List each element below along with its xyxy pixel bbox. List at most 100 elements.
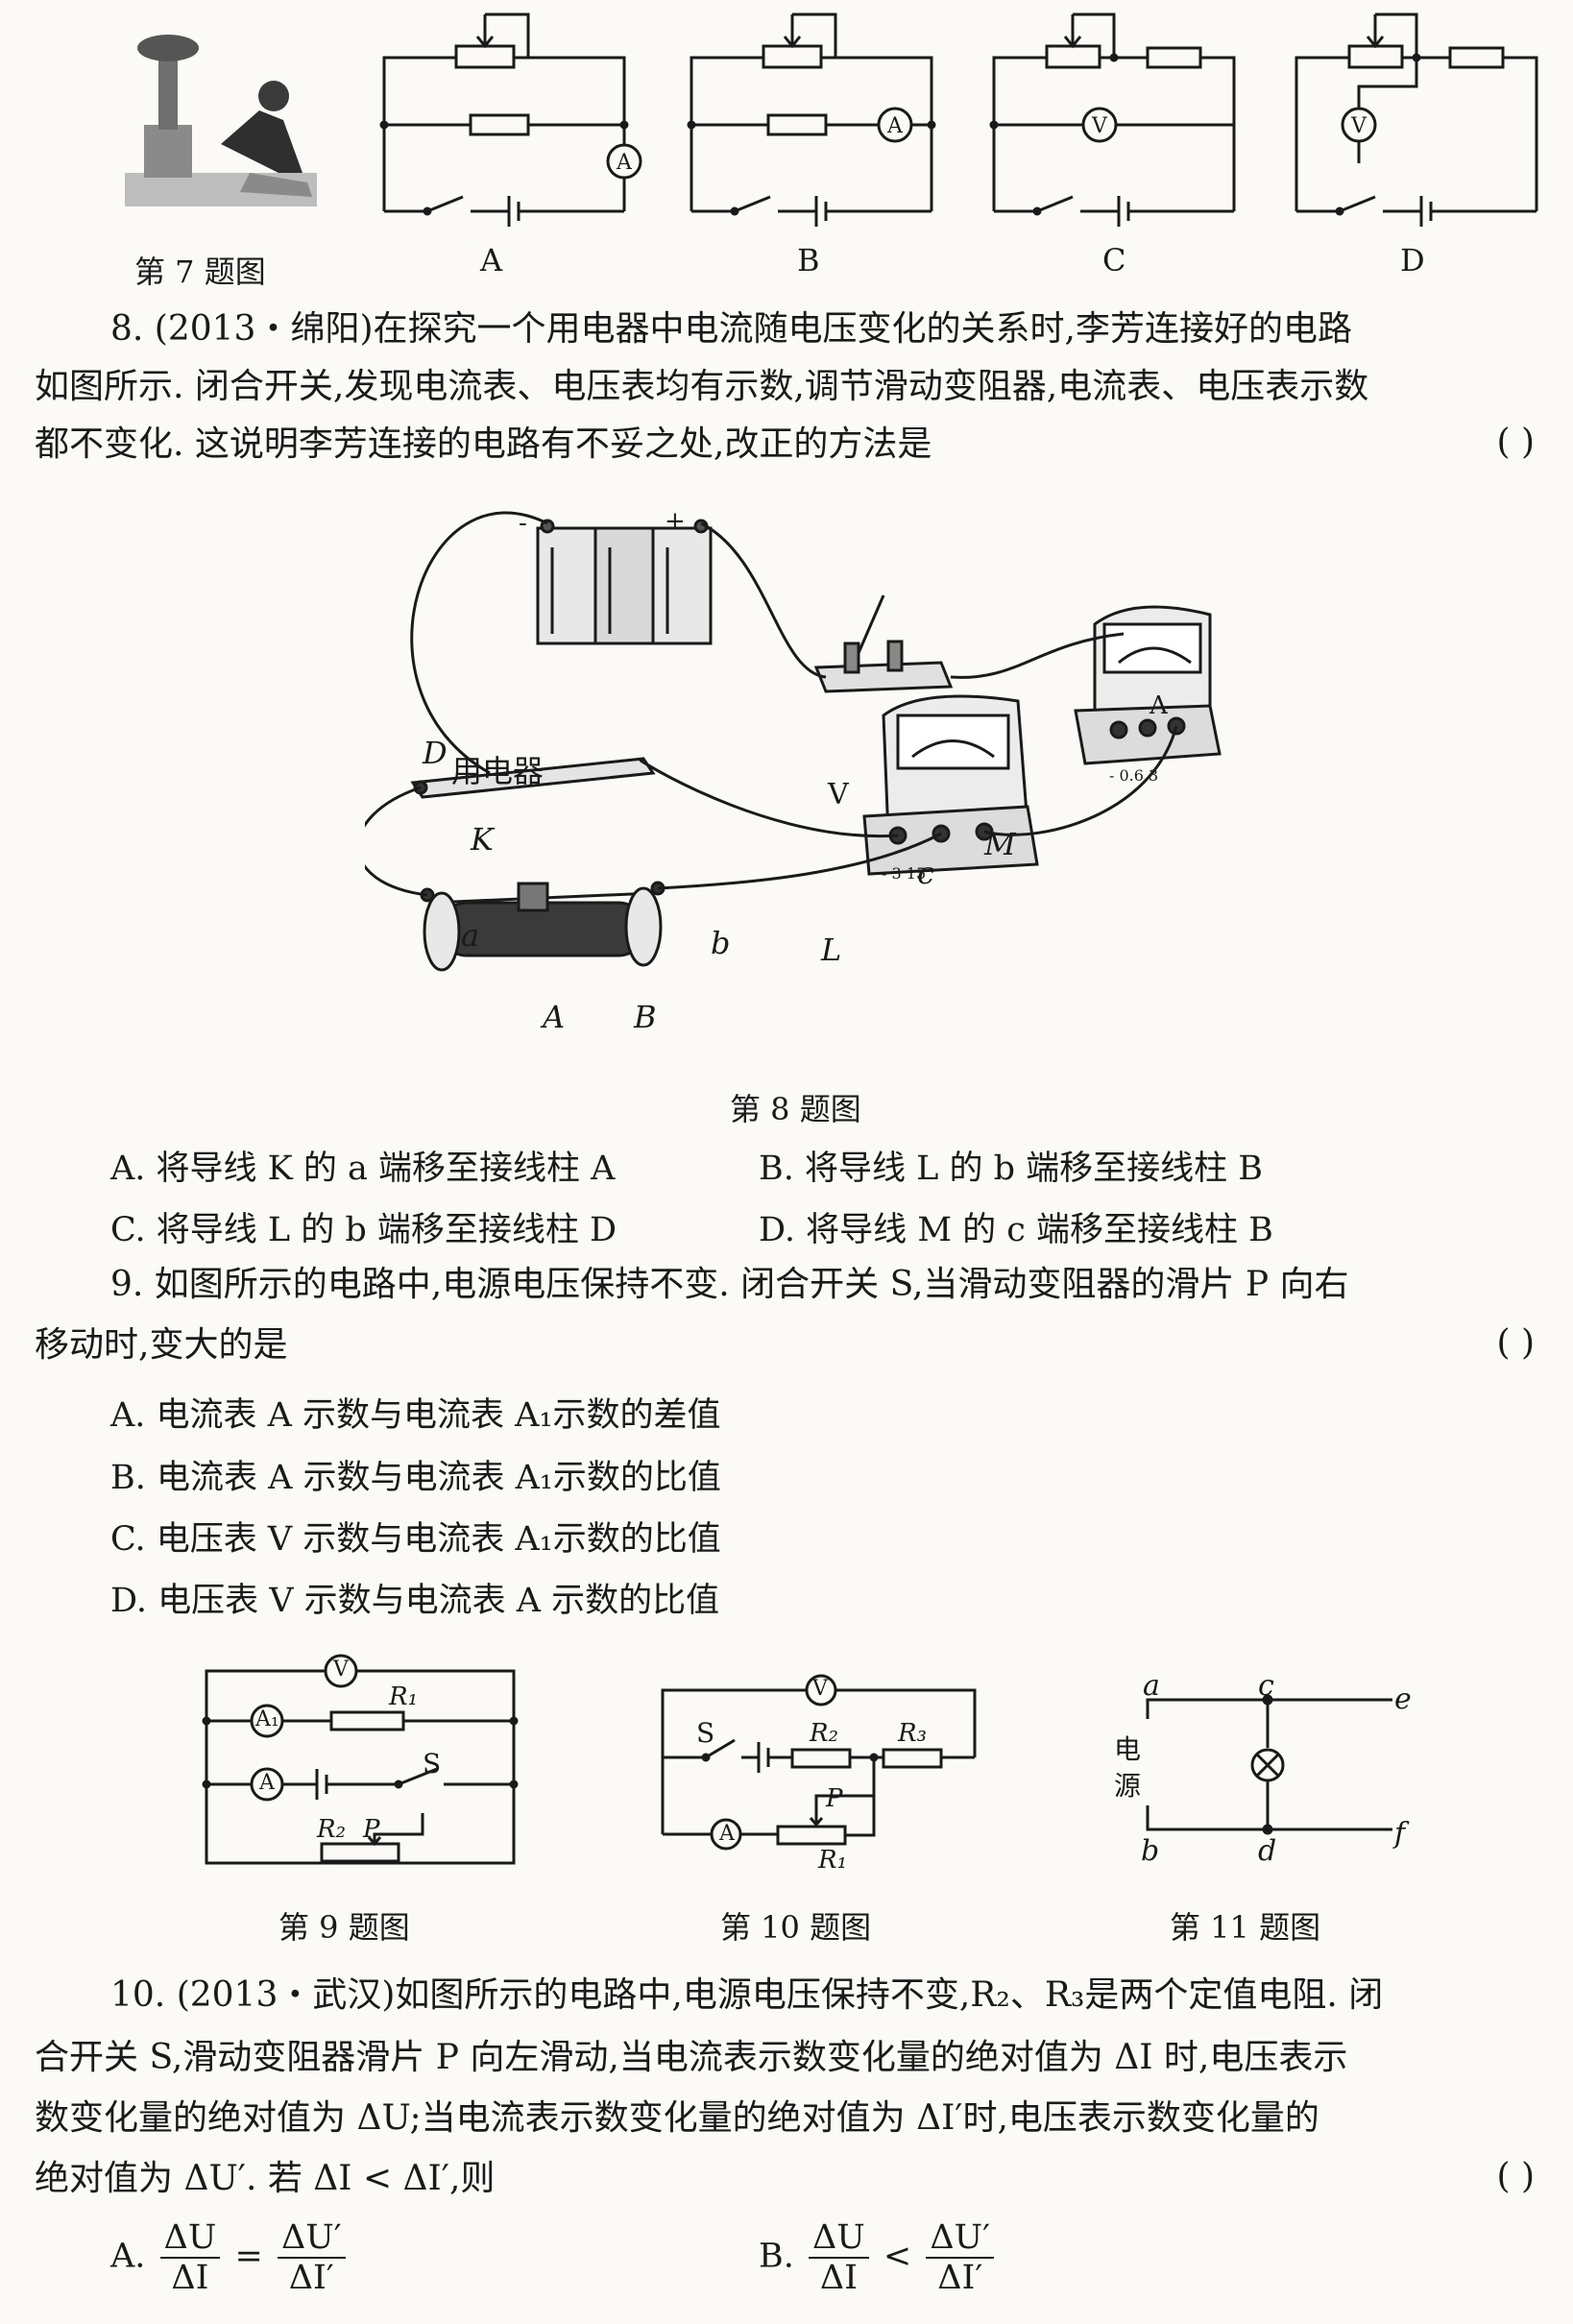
q8-option-a: A. 将导线 K 的 a 端移至接线柱 A [110, 1150, 616, 1188]
fig11-f-label: f [1394, 1817, 1406, 1851]
fig9-s-label: S [423, 1748, 442, 1779]
fig7-photo [106, 29, 336, 230]
fig10-r1-label: R₁ [818, 1846, 847, 1875]
circuit-c: V [989, 12, 1236, 227]
q10-line-4: 绝对值为 ΔU′. 若 ΔI < ΔI′,则 [35, 2159, 496, 2198]
q10-option-a-label: A. [110, 2237, 146, 2276]
battery-pack [536, 519, 713, 645]
fig11-source-label-2: 源 [1114, 1770, 1142, 1802]
svg-text:V: V [1350, 114, 1367, 138]
fig9-p-label: P [363, 1815, 380, 1844]
sliding-rheostat [420, 881, 666, 972]
fig11-c-label: c [1258, 1669, 1274, 1703]
fraction-du-di-prime: ΔU′ΔI′ [926, 2218, 995, 2297]
wire-m-label: M [984, 826, 1016, 862]
fig9-r1-label: R₁ [389, 1682, 418, 1711]
terminal-d-label: D [423, 735, 448, 771]
numerator: ΔU′ [277, 2218, 346, 2259]
fig7-circuits: A A V [379, 12, 1538, 227]
wire-l-label: L [821, 932, 842, 968]
numerator: ΔU [809, 2218, 869, 2259]
fig9-v-label: V [333, 1658, 349, 1682]
denominator: ΔI′ [937, 2259, 983, 2297]
terminal-a-label: a [461, 917, 480, 954]
battery-plus-label: + [665, 507, 686, 536]
ammeter-a-label: A [1150, 691, 1168, 720]
circuit-label-a: A [480, 242, 503, 278]
q10-option-b-label: B. [759, 2237, 794, 2276]
ammeter-terminals-label: - 0.6 3 [1109, 766, 1159, 785]
fig10-r3-label: R₃ [898, 1719, 927, 1748]
ammeter [1074, 605, 1222, 765]
fraction-du-di-prime: ΔU′ΔI′ [277, 2218, 346, 2297]
svg-text:V: V [1091, 114, 1108, 138]
fig8-apparatus [365, 511, 1222, 972]
q8-answer-paren: ( ) [1496, 423, 1535, 462]
fig11-b-label: b [1141, 1834, 1160, 1868]
voltmeter-v-label: V [828, 778, 849, 811]
fig10-v-label: V [812, 1677, 828, 1701]
fig11-circuit [1146, 1694, 1392, 1835]
q8-line-1: 8. (2013・绵阳)在探究一个用电器中电流随电压变化的关系时,李芳连接好的电… [110, 309, 1352, 349]
fig9-caption: 第 9 题图 [278, 1909, 410, 1946]
q8-option-b: B. 将导线 L 的 b 端移至接线柱 B [759, 1150, 1263, 1188]
q8-option-c: C. 将导线 L 的 b 端移至接线柱 D [110, 1211, 617, 1249]
device-label: 用电器 [451, 753, 544, 789]
fig11-source-label-1: 电 [1114, 1733, 1142, 1765]
fig11-a-label: a [1143, 1669, 1160, 1703]
voltmeter [862, 694, 1039, 876]
terminal-b-label: b [711, 925, 731, 961]
q10-line-2: 合开关 S,滑动变阻器滑片 P 向左滑动,当电流表示数变化量的绝对值为 ΔI 时… [35, 2038, 1348, 2077]
terminal-cap-a-label: A [543, 999, 566, 1035]
circuit-a: A [379, 12, 642, 227]
terminal-c-label: c [917, 855, 934, 891]
q8-line-2: 如图所示. 闭合开关,发现电流表、电压表均有示数,调节滑动变阻器,电流表、电压表… [35, 367, 1369, 406]
fig10-s-label: S [696, 1717, 715, 1749]
circuit-label-b: B [797, 242, 820, 278]
fig9-circuit [202, 1654, 519, 1865]
operator: < [883, 2237, 912, 2276]
circuit-label-c: C [1102, 242, 1126, 278]
terminal-cap-b-label: B [634, 999, 657, 1035]
fig9-a1-label: A₁ [255, 1707, 279, 1731]
q9-option-d: D. 电压表 V 示数与电流表 A 示数的比值 [110, 1582, 720, 1620]
circuit-label-d: D [1400, 242, 1425, 278]
q9-option-a: A. 电流表 A 示数与电流表 A₁示数的差值 [110, 1396, 721, 1435]
q9-line-1: 9. 如图所示的电路中,电源电压保持不变. 闭合开关 S,当滑动变阻器的滑片 P… [110, 1265, 1349, 1304]
fig10-a-label: A [719, 1822, 735, 1846]
q9-line-2: 移动时,变大的是 [35, 1325, 288, 1365]
battery-minus-label: - [519, 509, 527, 538]
denominator: ΔI [819, 2259, 858, 2297]
svg-text:A: A [886, 114, 904, 138]
numerator: ΔU′ [926, 2218, 995, 2259]
fig10-r2-label: R₂ [810, 1719, 838, 1748]
q10-line-3: 数变化量的绝对值为 ΔU;当电流表示数变化量的绝对值为 ΔI′时,电压表示数变化… [35, 2098, 1319, 2138]
q10-answer-paren: ( ) [1496, 2157, 1535, 2196]
fig10-p-label: P [826, 1784, 843, 1813]
q9-option-c: C. 电压表 V 示数与电流表 A₁示数的比值 [110, 1520, 721, 1559]
fig10-circuit [661, 1674, 977, 1851]
fig9-r2-label: R₂ [317, 1815, 346, 1844]
operator: = [234, 2237, 263, 2276]
fig10-caption: 第 10 题图 [720, 1909, 872, 1946]
svg-text:A: A [616, 151, 633, 175]
knife-switch [813, 594, 954, 693]
fig8-caption: 第 8 题图 [730, 1091, 861, 1127]
electrical-device [410, 757, 656, 799]
q8-line-3: 都不变化. 这说明李芳连接的电路有不妥之处,改正的方法是 [35, 424, 932, 464]
denominator: ΔI′ [288, 2259, 334, 2297]
fig11-caption: 第 11 题图 [1170, 1909, 1321, 1946]
wire-k-label: K [471, 821, 494, 858]
exercise-machine-photo [125, 35, 317, 206]
fig7-caption: 第 7 题图 [134, 254, 266, 290]
circuit-b: A [687, 12, 936, 227]
fig9-a-label: A [259, 1771, 275, 1795]
fig11-e-label: e [1394, 1682, 1412, 1716]
voltmeter-terminals-label: - 3 15 [882, 864, 927, 883]
q8-option-d: D. 将导线 M 的 c 端移至接线柱 B [759, 1211, 1273, 1249]
circuit-d: V [1295, 12, 1538, 227]
numerator: ΔU [159, 2218, 221, 2259]
